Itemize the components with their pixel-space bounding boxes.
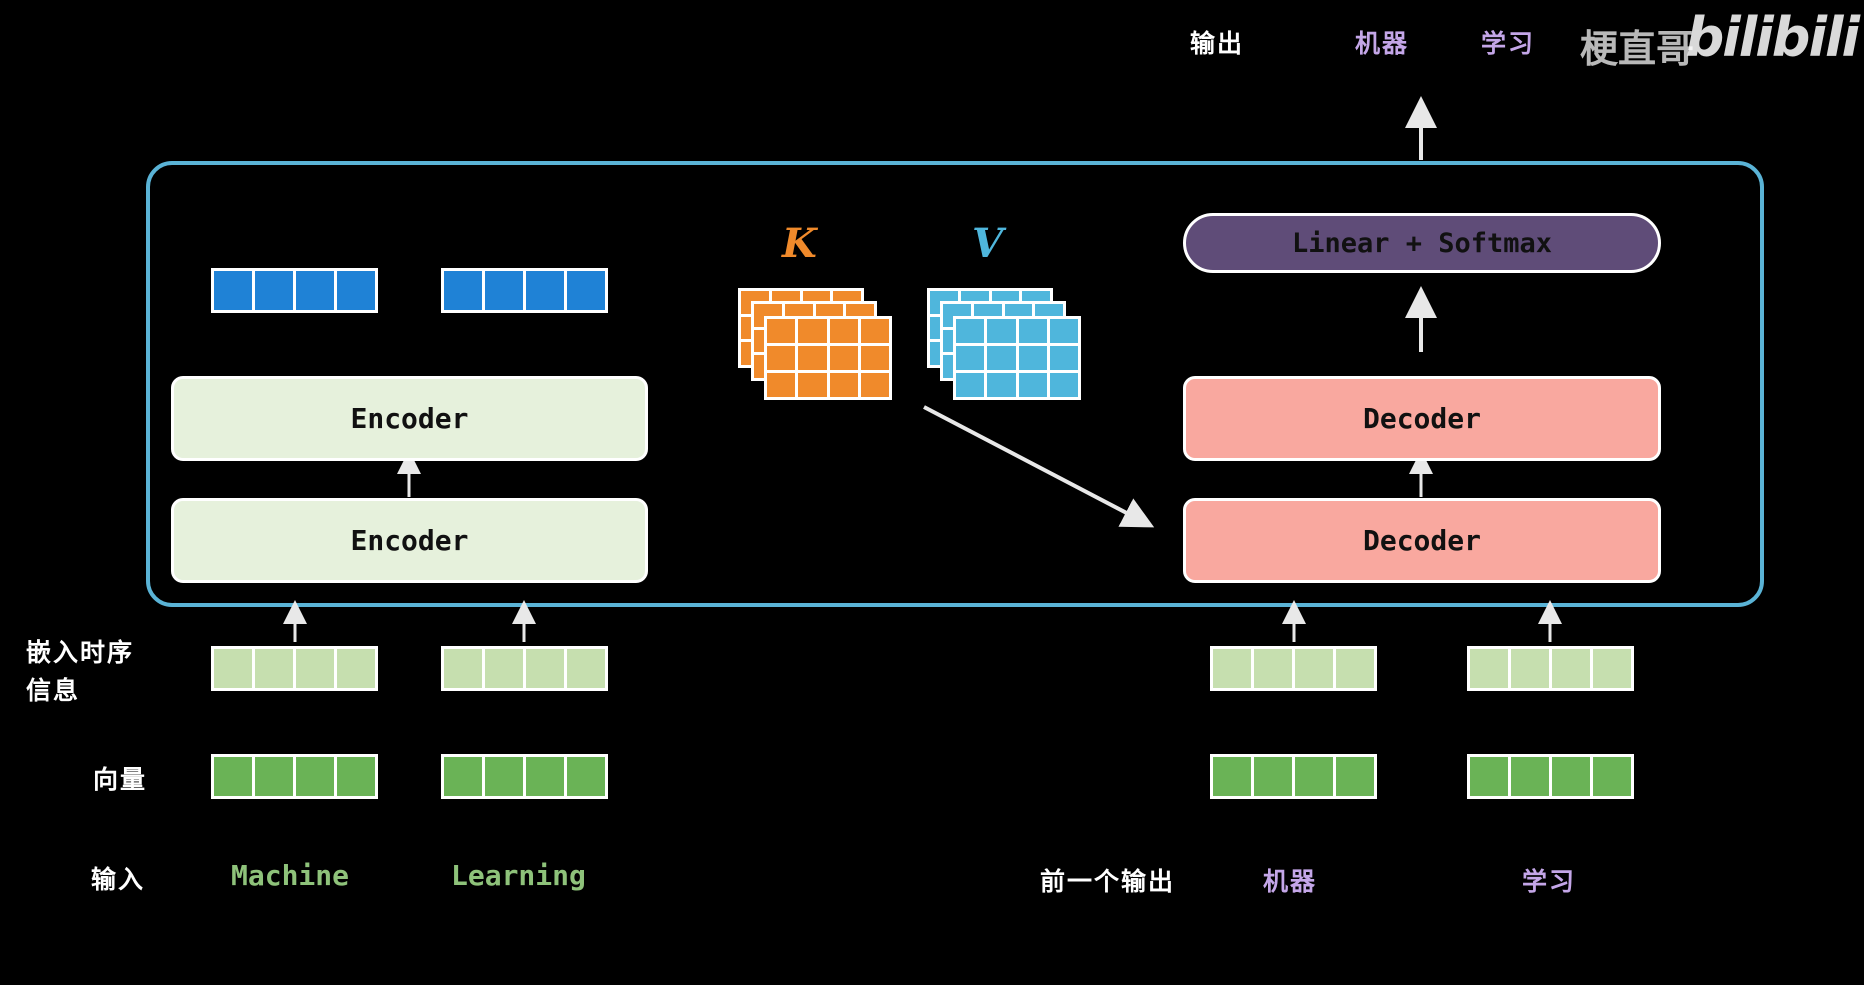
input-token-2: Learning <box>451 859 586 892</box>
decoder-positional-vector-1 <box>1210 646 1377 691</box>
output-label: 输出 <box>1190 29 1245 58</box>
prev-output-token-2: 学习 <box>1522 867 1577 896</box>
embedding-vector-2 <box>441 754 608 799</box>
encoder-block-bottom: Encoder <box>171 498 648 583</box>
linear-softmax-block: Linear + Softmax <box>1183 213 1661 273</box>
v-label: V <box>972 220 1004 267</box>
bilibili-logo: bilibili <box>1685 6 1860 69</box>
output-token-1: 机器 <box>1355 29 1410 58</box>
decoder-block-bottom: Decoder <box>1183 498 1661 583</box>
positional-vector-1 <box>211 646 378 691</box>
k-matrix-front <box>764 316 892 400</box>
decoder-embedding-vector-2 <box>1467 754 1634 799</box>
positional-label: 嵌入时序 信息 <box>26 638 135 705</box>
k-label: K <box>782 220 817 267</box>
transformer-frame <box>146 161 1764 607</box>
output-token-2: 学习 <box>1481 29 1536 58</box>
embedding-vector-1 <box>211 754 378 799</box>
encoder-block-top: Encoder <box>171 376 648 461</box>
vector-label: 向量 <box>93 765 148 794</box>
decoder-positional-vector-2 <box>1467 646 1634 691</box>
prev-output-label: 前一个输出 <box>1040 867 1176 896</box>
input-label: 输入 <box>91 865 146 894</box>
decoder-embedding-vector-1 <box>1210 754 1377 799</box>
encoder-output-vector-1 <box>211 268 378 313</box>
watermark-text: 梗直哥 <box>1579 27 1694 71</box>
input-token-1: Machine <box>231 859 350 892</box>
positional-vector-2 <box>441 646 608 691</box>
decoder-block-top: Decoder <box>1183 376 1661 461</box>
encoder-output-vector-2 <box>441 268 608 313</box>
v-matrix-front <box>953 316 1081 400</box>
arrow-kv-to-decoder <box>923 405 1155 528</box>
prev-output-token-1: 机器 <box>1263 867 1318 896</box>
